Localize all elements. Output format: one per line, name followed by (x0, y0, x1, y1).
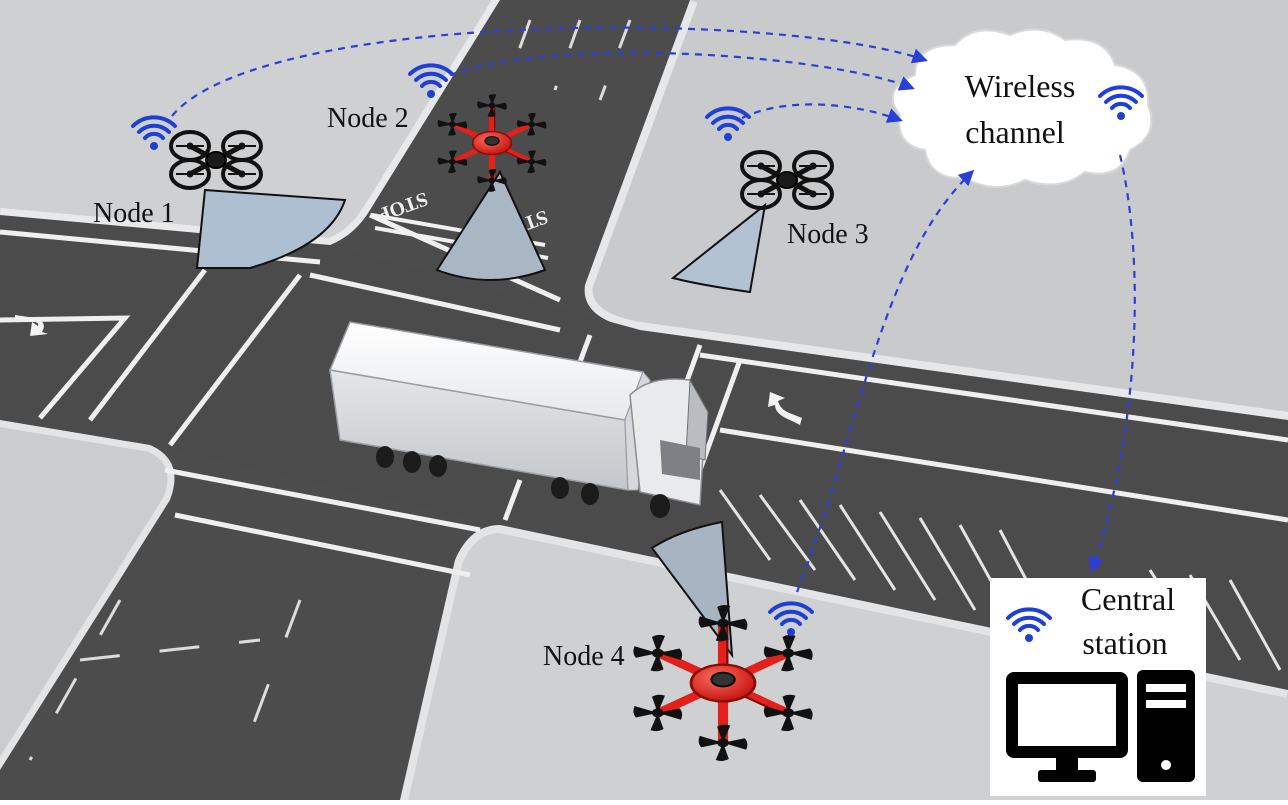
station-label-line1: Central (1081, 581, 1175, 617)
node3-label: Node 3 (787, 219, 869, 250)
desktop-computer-icon (1006, 670, 1195, 782)
sensor-cone-node2 (435, 169, 547, 281)
node2-label: Node 2 (327, 103, 409, 134)
link-node2-cloud (449, 51, 915, 91)
link-cloud-station (1088, 154, 1136, 573)
station-label-line2: station (1082, 625, 1167, 661)
curb-bottom-left (0, 413, 182, 774)
sidewalk-top-left (0, 0, 500, 245)
cloud-label-line1: Wireless (965, 68, 1076, 104)
turn-arrow-left (15, 315, 48, 336)
wireless-channel-cloud: Wireless channel (891, 28, 1153, 189)
sensor-cone-node3 (670, 202, 767, 294)
sidewalk-bottom-left (0, 420, 175, 770)
dashed-lines (28, 19, 632, 761)
cloud-label-line2: channel (965, 114, 1065, 150)
curb-bottom-right (392, 516, 1288, 802)
central-station: Central station (990, 578, 1206, 796)
sensor-cone-node1 (195, 188, 347, 269)
link-node3-cloud (741, 103, 903, 123)
link-node4-cloud (795, 169, 975, 593)
turn-arrow-right (768, 392, 802, 425)
node4-label: Node 4 (543, 641, 625, 672)
node1-label: Node 1 (93, 198, 175, 229)
wireless-links (171, 26, 1136, 593)
truck (328, 321, 709, 518)
